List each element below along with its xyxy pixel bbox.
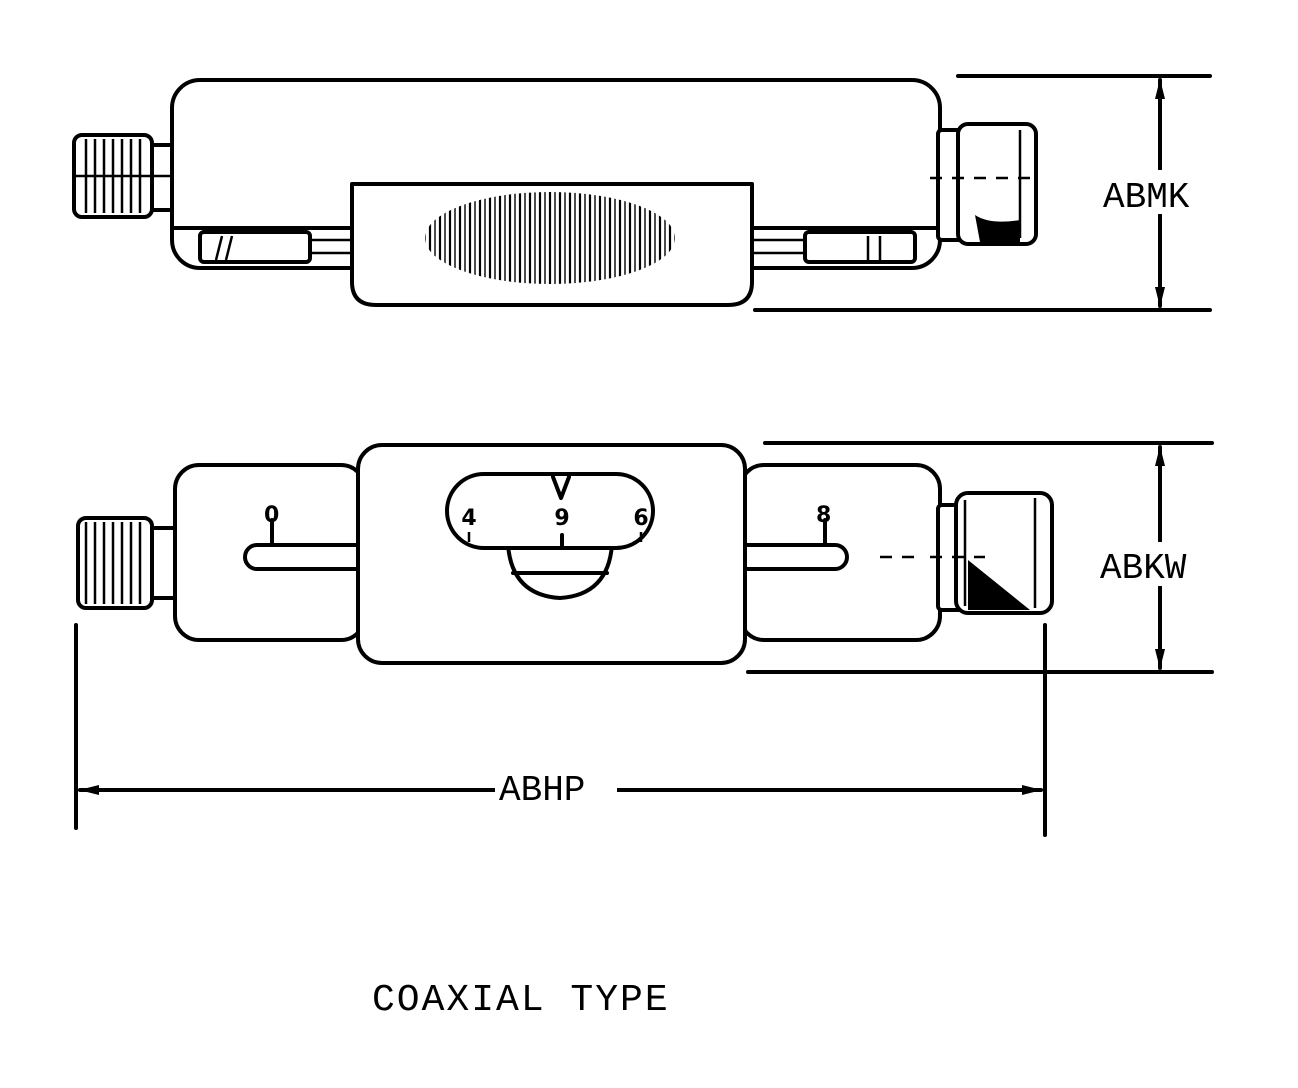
slot-left xyxy=(243,543,372,571)
dimension-label-abmk: ABMK xyxy=(1103,177,1190,218)
top-view: ABMK xyxy=(72,74,1225,312)
slot-marker-left: 0 xyxy=(264,503,279,547)
left-threaded-connector xyxy=(72,133,177,219)
slot-marker-right: 8 xyxy=(816,503,831,547)
caption: COAXIAL TYPE xyxy=(372,979,670,1022)
svg-text:0: 0 xyxy=(264,503,279,528)
knob-housing xyxy=(350,182,754,307)
dimension-abmk: ABMK xyxy=(753,74,1225,312)
dial-digit-center: 9 xyxy=(554,506,569,531)
dimension-abhp: ABHP xyxy=(74,623,1047,837)
svg-text:8: 8 xyxy=(816,503,831,528)
adjust-screws xyxy=(198,230,917,264)
bottom-view: 0 8 4 9 6 A xyxy=(76,441,1226,674)
right-connector-bottom xyxy=(930,491,1054,615)
dimension-label-abkw: ABKW xyxy=(1100,548,1187,589)
dial-digit-left: 4 xyxy=(461,506,476,531)
dial-window: 4 9 6 xyxy=(445,472,655,600)
dial-digit-right: 6 xyxy=(633,506,648,531)
dimension-abkw: ABKW xyxy=(746,441,1226,674)
right-connector xyxy=(930,122,1038,246)
dimension-label-abhp: ABHP xyxy=(499,770,585,811)
slot-right xyxy=(733,543,849,571)
